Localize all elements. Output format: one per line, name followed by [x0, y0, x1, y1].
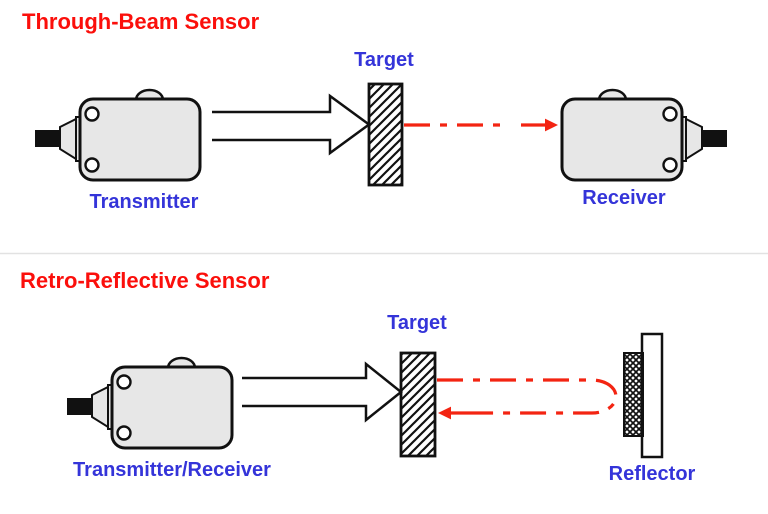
retro-reflective-title: Retro-Reflective Sensor — [20, 268, 270, 293]
beam-top — [404, 118, 558, 132]
device-body — [78, 97, 202, 182]
device-body — [110, 365, 234, 450]
cable-plug — [67, 398, 92, 415]
transmitter-device-icon — [35, 88, 202, 182]
target-top — [367, 82, 404, 187]
screw-icon — [662, 106, 678, 122]
beam-loop — [437, 378, 618, 420]
light-beam-block-arrow-bottom — [242, 361, 404, 423]
target-bottom — [399, 351, 437, 458]
connector-cone — [91, 385, 109, 429]
receiver-label: Receiver — [582, 187, 666, 209]
transmitter-label: Transmitter — [89, 191, 199, 213]
connector-cone — [59, 117, 77, 161]
target-label-top: Target — [354, 49, 414, 71]
transceiver-device-icon — [67, 356, 234, 450]
light-beam-block-arrow-top — [212, 93, 372, 156]
reflector-panel — [640, 332, 664, 459]
beam-arrowhead-icon — [438, 406, 451, 420]
screw-icon — [116, 425, 132, 441]
screw-icon — [662, 157, 678, 173]
transceiver-label: Transmitter/Receiver — [73, 459, 271, 481]
screw-icon — [116, 374, 132, 390]
connector-cone — [685, 117, 703, 161]
cable-plug — [35, 130, 60, 147]
reflector-label: Reflector — [608, 463, 696, 485]
target-label-bottom: Target — [387, 312, 447, 334]
screw-icon — [84, 157, 100, 173]
device-body — [560, 97, 684, 182]
reflector-mesh — [623, 352, 644, 437]
beam-arrowhead-icon — [545, 118, 558, 132]
receiver-device-icon — [560, 88, 727, 182]
through-beam-title: Through-Beam Sensor — [22, 9, 260, 34]
cable-plug — [702, 130, 727, 147]
screw-icon — [84, 106, 100, 122]
reflector-icon — [623, 332, 664, 459]
